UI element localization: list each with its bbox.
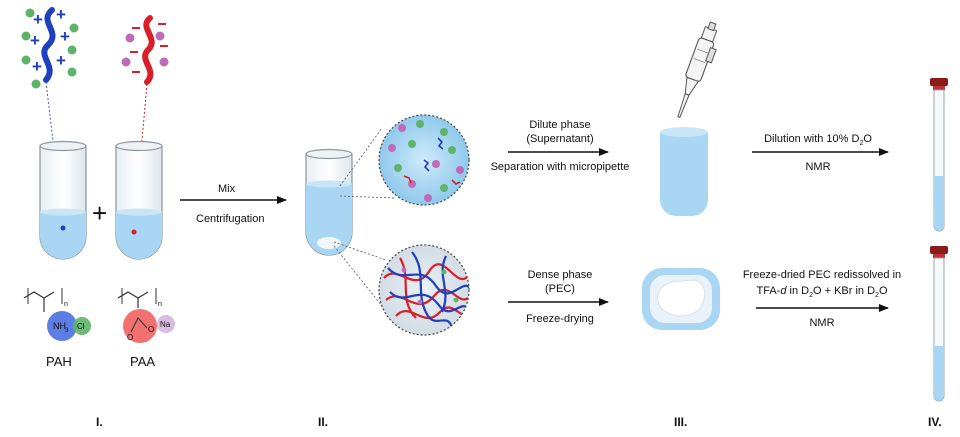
nmr-top-label: NMR (805, 161, 830, 173)
redissolved-line2-label: TFA-d in D2O + KBr in D2O (756, 285, 887, 299)
centrifuged-tube (305, 148, 353, 256)
mix-label: Mix (218, 183, 236, 195)
na-label: Na (160, 320, 171, 329)
freeze-dried-dish (642, 268, 720, 330)
nmr-tube-bottom (930, 246, 948, 402)
dense-phase-zoom (378, 244, 470, 336)
paa-label: PAA (130, 354, 155, 369)
pah-test-tube (39, 140, 87, 260)
nh3-sub-label: 3 (65, 328, 69, 334)
stage-1-label: I. (96, 415, 103, 429)
supernatant-label: (Supernatant) (526, 133, 593, 145)
plus-sign: + (92, 198, 107, 228)
dilute-phase-zoom (378, 114, 470, 206)
nh3-label: NH (53, 321, 66, 331)
stage-2-label: II. (318, 415, 328, 429)
paa-o2-label: O (148, 325, 154, 334)
nmr-tube-top (930, 78, 948, 232)
pah-label: PAH (46, 354, 72, 369)
supernatant-vial (660, 127, 708, 216)
dense-phase-label: Dense phase (528, 269, 593, 281)
svg-text:+: + (60, 27, 70, 46)
paa-polyanion-chain (130, 15, 168, 85)
svg-text:+: + (56, 51, 66, 70)
stage-4-label: IV. (928, 415, 942, 429)
redissolved-line1-label: Freeze-dried PEC redissolved in (743, 269, 901, 281)
paa-test-tube (115, 140, 163, 260)
svg-text:+: + (56, 5, 66, 24)
svg-text:+: + (33, 10, 43, 29)
freeze-drying-label: Freeze-drying (526, 313, 594, 325)
micropipette-icon (677, 21, 718, 118)
dilution-label: Dilution with 10% D2O (764, 133, 872, 147)
pec-label: (PEC) (545, 283, 575, 295)
cl-label: Cl (77, 322, 85, 331)
pah-polycation-chain: + + + + + + (30, 5, 70, 83)
stage-3-label: III. (674, 415, 687, 429)
paa-o1-label: O (127, 333, 133, 342)
dilute-phase-label: Dilute phase (529, 119, 590, 131)
paa-structure: n O O Na (117, 288, 175, 343)
centrifugation-label: Centrifugation (196, 213, 265, 225)
chloride-counterions (21, 8, 79, 89)
sodium-counterions (121, 31, 169, 67)
pah-n-label: n (64, 301, 68, 308)
pah-structure: n NH 3 Cl (23, 288, 91, 341)
svg-text:+: + (30, 31, 40, 50)
svg-text:+: + (32, 57, 42, 76)
paa-n-label: n (158, 301, 162, 308)
nmr-bottom-label: NMR (809, 317, 834, 329)
separation-label: Separation with micropipette (491, 161, 630, 173)
